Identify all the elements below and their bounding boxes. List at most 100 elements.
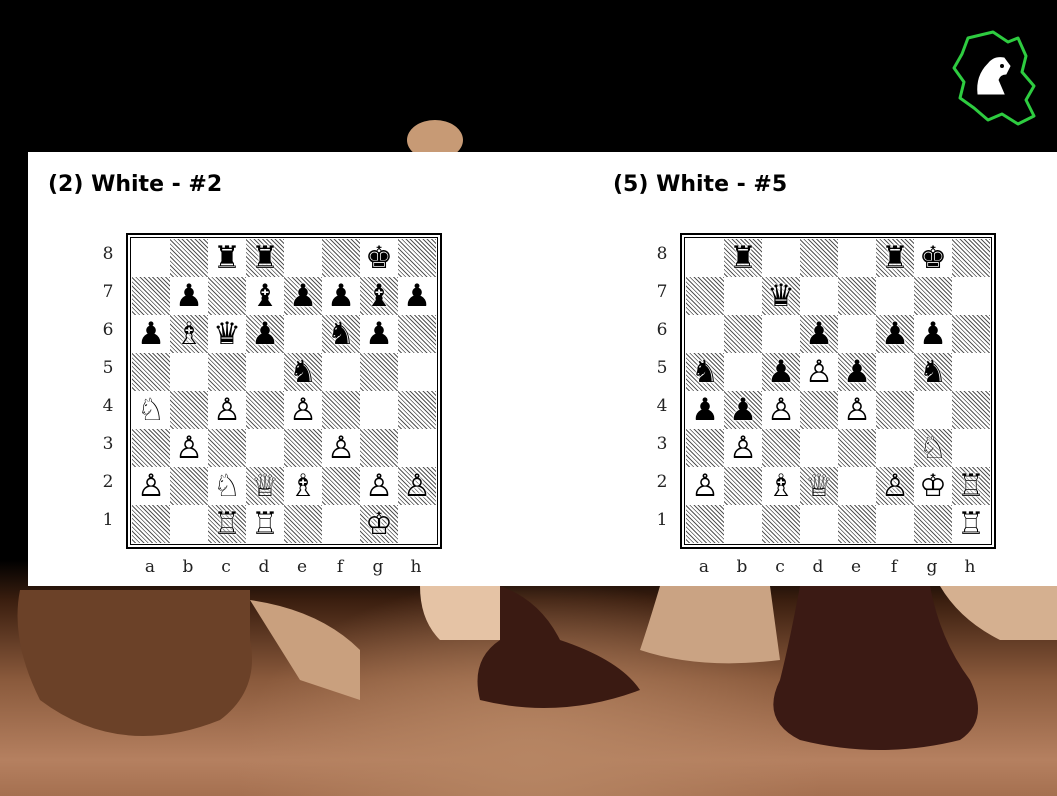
- square-a4: ♟: [686, 391, 724, 429]
- white-pawn-icon: ♙: [137, 467, 165, 505]
- square-g7: ♝: [360, 277, 398, 315]
- square-f2: ♙: [876, 467, 914, 505]
- rank-label: 7: [654, 282, 670, 302]
- rank-label: 5: [100, 358, 116, 378]
- square-g7: [914, 277, 952, 315]
- square-a2: ♙: [132, 467, 170, 505]
- square-f8: ♜: [876, 239, 914, 277]
- square-c5: ♟: [762, 353, 800, 391]
- square-a5: ♞: [686, 353, 724, 391]
- square-f1: [876, 505, 914, 543]
- square-b1: [170, 505, 208, 543]
- black-king-icon: ♚: [919, 239, 947, 277]
- square-c6: ♛: [208, 315, 246, 353]
- rank-label: 3: [100, 434, 116, 454]
- square-h1: ♖: [952, 505, 990, 543]
- file-label: e: [283, 557, 321, 577]
- square-g8: ♚: [914, 239, 952, 277]
- square-a2: ♙: [686, 467, 724, 505]
- white-king-icon: ♔: [365, 505, 393, 543]
- file-label: f: [875, 557, 913, 577]
- white-pawn-icon: ♙: [881, 467, 909, 505]
- square-b6: ♗: [170, 315, 208, 353]
- square-d5: ♙: [800, 353, 838, 391]
- square-e3: [284, 429, 322, 467]
- square-d4: [246, 391, 284, 429]
- rank-label: 1: [100, 510, 116, 530]
- square-f8: [322, 239, 360, 277]
- square-f5: [322, 353, 360, 391]
- square-e4: ♙: [838, 391, 876, 429]
- square-e8: [838, 239, 876, 277]
- square-g4: [360, 391, 398, 429]
- square-c5: [208, 353, 246, 391]
- rank-label: 4: [654, 396, 670, 416]
- square-h4: [398, 391, 436, 429]
- square-h6: [952, 315, 990, 353]
- square-d5: [246, 353, 284, 391]
- black-rook-icon: ♜: [729, 239, 757, 277]
- black-pawn-icon: ♟: [175, 277, 203, 315]
- black-pawn-icon: ♟: [403, 277, 431, 315]
- square-d6: ♟: [246, 315, 284, 353]
- square-b7: [724, 277, 762, 315]
- white-king-icon: ♔: [919, 467, 947, 505]
- square-b3: ♙: [724, 429, 762, 467]
- black-pawn-icon: ♟: [843, 353, 871, 391]
- white-knight-icon: ♘: [137, 391, 165, 429]
- square-h7: ♟: [398, 277, 436, 315]
- file-label: a: [685, 557, 723, 577]
- square-c1: [762, 505, 800, 543]
- puzzles-panel: (2) White - #2 (5) White - #5 87654321ab…: [28, 152, 1057, 586]
- chess-board: ♜♜♚♟♝♟♟♝♟♟♗♛♟♞♟♞♘♙♙♙♙♙♘♕♗♙♙♖♖♔: [126, 233, 442, 549]
- rank-label: 8: [100, 244, 116, 264]
- square-d3: [246, 429, 284, 467]
- white-knight-icon: ♘: [213, 467, 241, 505]
- black-pawn-icon: ♟: [919, 315, 947, 353]
- file-label: a: [131, 557, 169, 577]
- file-label: c: [761, 557, 799, 577]
- rank-label: 1: [654, 510, 670, 530]
- black-bishop-icon: ♝: [365, 277, 393, 315]
- black-knight-icon: ♞: [691, 353, 719, 391]
- square-e1: [284, 505, 322, 543]
- square-d8: [800, 239, 838, 277]
- square-g2: ♔: [914, 467, 952, 505]
- square-a6: ♟: [132, 315, 170, 353]
- black-pawn-icon: ♟: [365, 315, 393, 353]
- square-h4: [952, 391, 990, 429]
- square-a3: [132, 429, 170, 467]
- rank-label: 6: [654, 320, 670, 340]
- white-bishop-icon: ♗: [175, 315, 203, 353]
- black-bishop-icon: ♝: [251, 277, 279, 315]
- square-d2: ♕: [246, 467, 284, 505]
- square-e2: [838, 467, 876, 505]
- square-a8: [132, 239, 170, 277]
- black-rook-icon: ♜: [213, 239, 241, 277]
- black-pawn-icon: ♟: [729, 391, 757, 429]
- square-g3: [360, 429, 398, 467]
- square-h2: ♙: [398, 467, 436, 505]
- square-f7: ♟: [322, 277, 360, 315]
- file-label: g: [359, 557, 397, 577]
- black-pawn-icon: ♟: [251, 315, 279, 353]
- square-d4: [800, 391, 838, 429]
- black-queen-icon: ♛: [767, 277, 795, 315]
- square-f6: ♟: [876, 315, 914, 353]
- board-grid: ♜♜♚♛♟♟♟♞♟♙♟♞♟♟♙♙♙♘♙♗♕♙♔♖♖: [684, 237, 992, 545]
- square-e2: ♗: [284, 467, 322, 505]
- white-pawn-icon: ♙: [843, 391, 871, 429]
- square-e3: [838, 429, 876, 467]
- white-pawn-icon: ♙: [691, 467, 719, 505]
- square-d8: ♜: [246, 239, 284, 277]
- white-pawn-icon: ♙: [729, 429, 757, 467]
- square-f6: ♞: [322, 315, 360, 353]
- square-b2: [724, 467, 762, 505]
- square-d1: [800, 505, 838, 543]
- chess-diagram: 87654321abcdefgh♜♜♚♛♟♟♟♞♟♙♟♞♟♟♙♙♙♘♙♗♕♙♔♖…: [654, 230, 974, 580]
- black-pawn-icon: ♟: [767, 353, 795, 391]
- square-a5: [132, 353, 170, 391]
- black-pawn-icon: ♟: [137, 315, 165, 353]
- file-label: b: [169, 557, 207, 577]
